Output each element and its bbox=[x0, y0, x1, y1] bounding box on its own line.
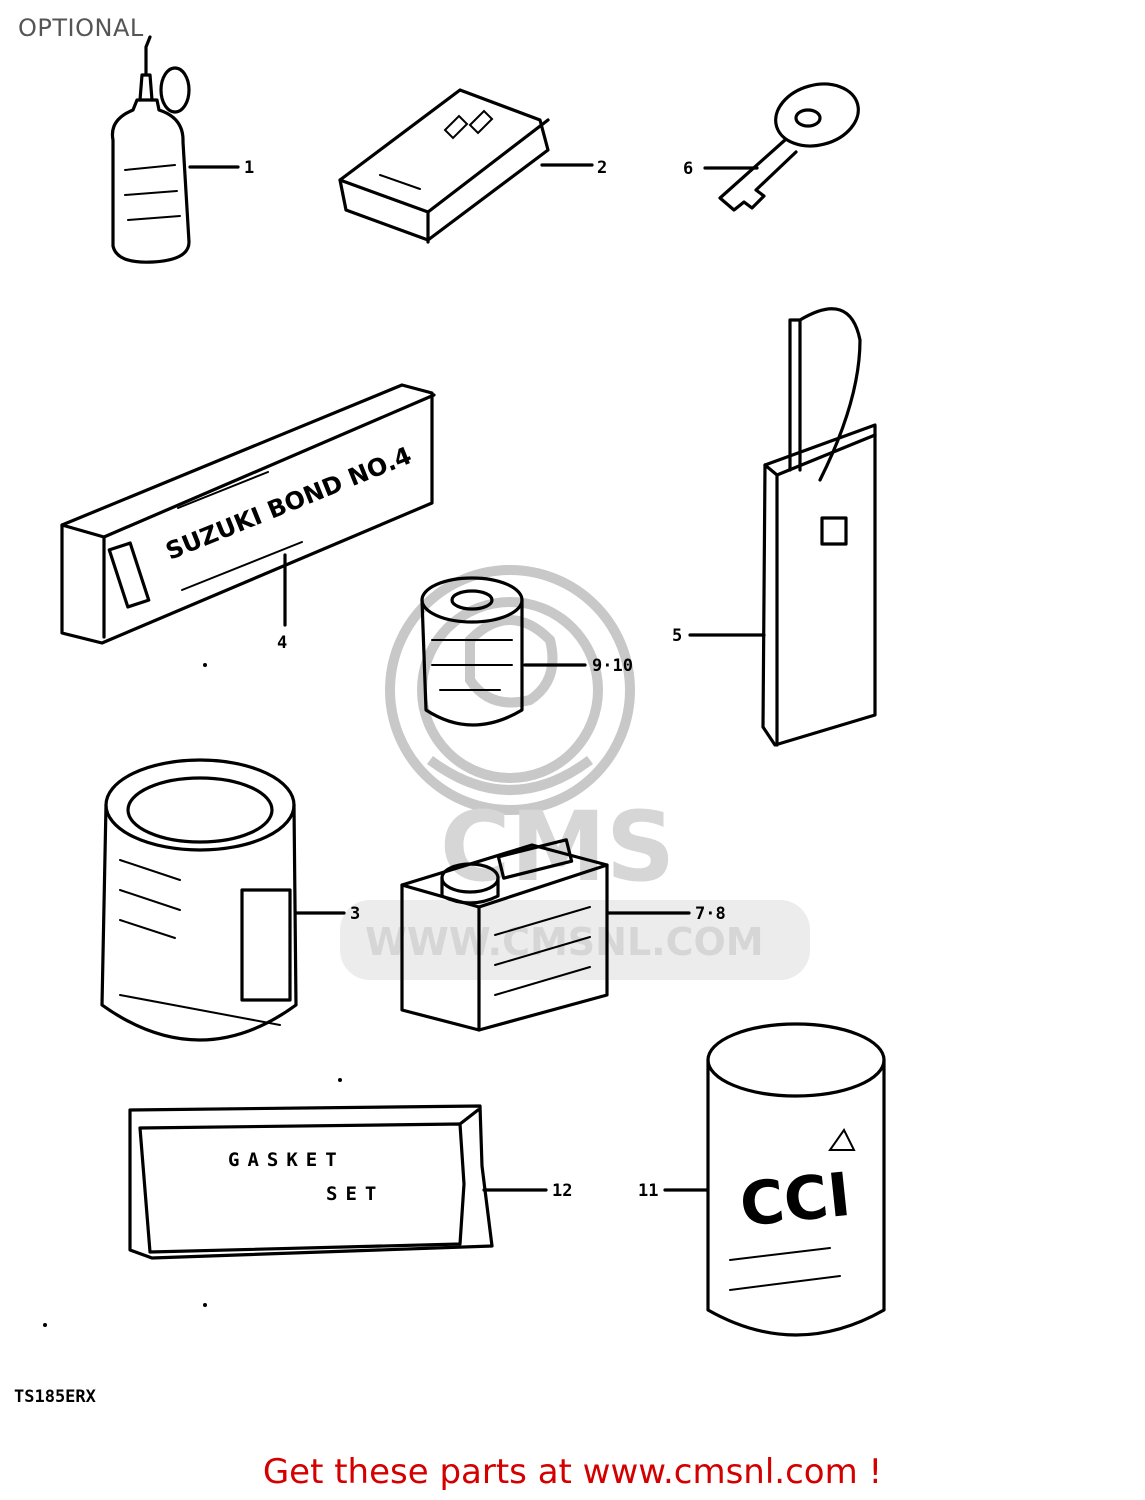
footer-link[interactable]: Get these parts at www.cmsnl.com ! bbox=[262, 1452, 883, 1492]
model-code: TS185ERX bbox=[14, 1387, 97, 1407]
part-small-tin: 9·10 bbox=[420, 576, 633, 727]
callout-7-8: 7·8 bbox=[695, 904, 726, 924]
watermark-url-text: WWW.CMSNL.COM bbox=[365, 920, 764, 964]
watermark-logo: CMS WWW.CMSNL.COM bbox=[340, 565, 810, 980]
part-bond-box: SUZUKI BOND NO.4 4 bbox=[60, 383, 436, 653]
ccl-can-label: CCI bbox=[737, 1160, 854, 1241]
part-key: 6 bbox=[683, 82, 860, 212]
watermark-cms-text: CMS bbox=[440, 791, 675, 903]
gasket-line2: SET bbox=[326, 1183, 384, 1205]
part-oiler-can: 5 bbox=[672, 307, 877, 747]
callout-3: 3 bbox=[350, 904, 360, 924]
part-paint-can: 3 bbox=[100, 758, 360, 1042]
callout-5: 5 bbox=[672, 626, 682, 646]
callout-9-10: 9·10 bbox=[592, 656, 633, 676]
page-title: OPTIONAL bbox=[18, 14, 144, 42]
callout-1: 1 bbox=[244, 158, 254, 178]
part-oil-tin: 7·8 bbox=[400, 838, 726, 1032]
part-gasket-set: GASKET SET 12 bbox=[128, 1104, 572, 1260]
part-ccl-can: CCI 11 bbox=[638, 1022, 886, 1337]
callout-6: 6 bbox=[683, 159, 693, 179]
callout-11: 11 bbox=[638, 1181, 658, 1201]
part-oil-bottle: 1 bbox=[110, 35, 254, 264]
callout-12: 12 bbox=[552, 1181, 572, 1201]
callout-4: 4 bbox=[277, 633, 287, 653]
gasket-line1: GASKET bbox=[228, 1149, 345, 1171]
part-logo-box: 2 bbox=[338, 88, 607, 244]
callout-2: 2 bbox=[597, 158, 607, 178]
